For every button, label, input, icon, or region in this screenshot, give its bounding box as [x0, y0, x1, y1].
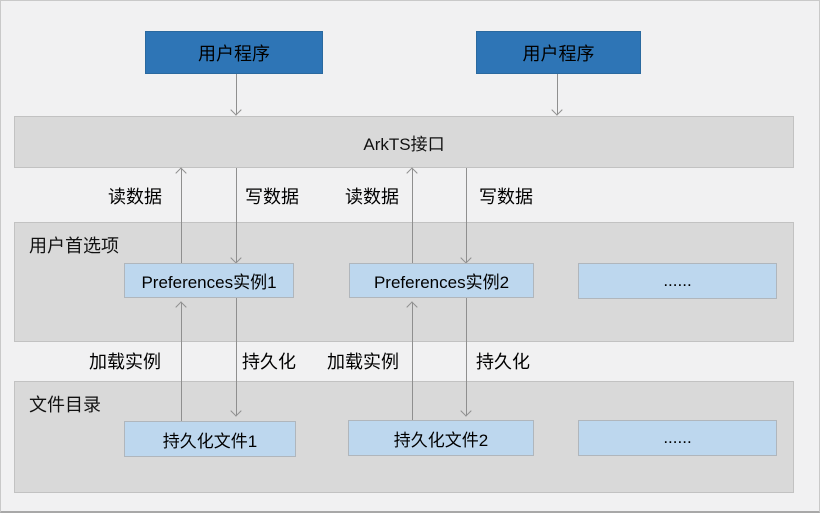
user-program-box-1: 用户程序 — [145, 31, 323, 74]
flow-label-persist-2: 持久化 — [476, 352, 530, 372]
arrow-down-icon — [466, 168, 467, 262]
user-program-label-2: 用户程序 — [522, 43, 595, 64]
arrow-down-icon — [236, 74, 237, 114]
flow-label-write-2: 写数据 — [479, 187, 533, 207]
flow-label-load-2: 加载实例 — [327, 352, 399, 372]
preferences-instance-label-2: Preferences实例2 — [373, 273, 510, 292]
flow-label-write-1: 写数据 — [245, 187, 299, 207]
flow-label-load-1: 加载实例 — [89, 352, 161, 372]
preferences-section-title: 用户首选项 — [29, 236, 119, 256]
arrow-up-icon — [412, 303, 413, 421]
arrow-down-icon — [557, 74, 558, 114]
arrow-up-icon — [181, 169, 182, 263]
arrow-down-icon — [466, 298, 467, 415]
persisted-file-box-more: ...... — [578, 420, 777, 456]
persisted-file-label-1: 持久化文件1 — [162, 431, 258, 451]
preferences-instance-label-1: Preferences实例1 — [141, 273, 277, 292]
persisted-file-label-more: ...... — [663, 428, 692, 447]
arrow-up-icon — [412, 169, 413, 263]
preferences-instance-box-more: ...... — [578, 263, 777, 299]
user-program-box-2: 用户程序 — [476, 31, 641, 74]
persisted-file-label-2: 持久化文件2 — [393, 430, 489, 450]
arrow-down-icon — [236, 168, 237, 262]
persisted-file-box-2: 持久化文件2 — [348, 420, 534, 456]
preferences-instance-box-1: Preferences实例1 — [124, 263, 294, 298]
arrow-down-icon — [236, 298, 237, 415]
preferences-instance-label-more: ...... — [663, 271, 692, 290]
arkts-api-bar: ArkTS接口 — [14, 116, 794, 168]
arkts-api-label: ArkTS接口 — [363, 134, 445, 154]
arrow-up-icon — [181, 303, 182, 421]
preferences-instance-box-2: Preferences实例2 — [349, 263, 534, 298]
flow-label-persist-1: 持久化 — [242, 352, 296, 372]
user-program-label-1: 用户程序 — [198, 43, 270, 64]
flow-label-read-1: 读数据 — [108, 187, 162, 207]
files-section-title: 文件目录 — [29, 395, 101, 415]
persisted-file-box-1: 持久化文件1 — [124, 421, 296, 457]
flow-label-read-2: 读数据 — [345, 187, 399, 207]
